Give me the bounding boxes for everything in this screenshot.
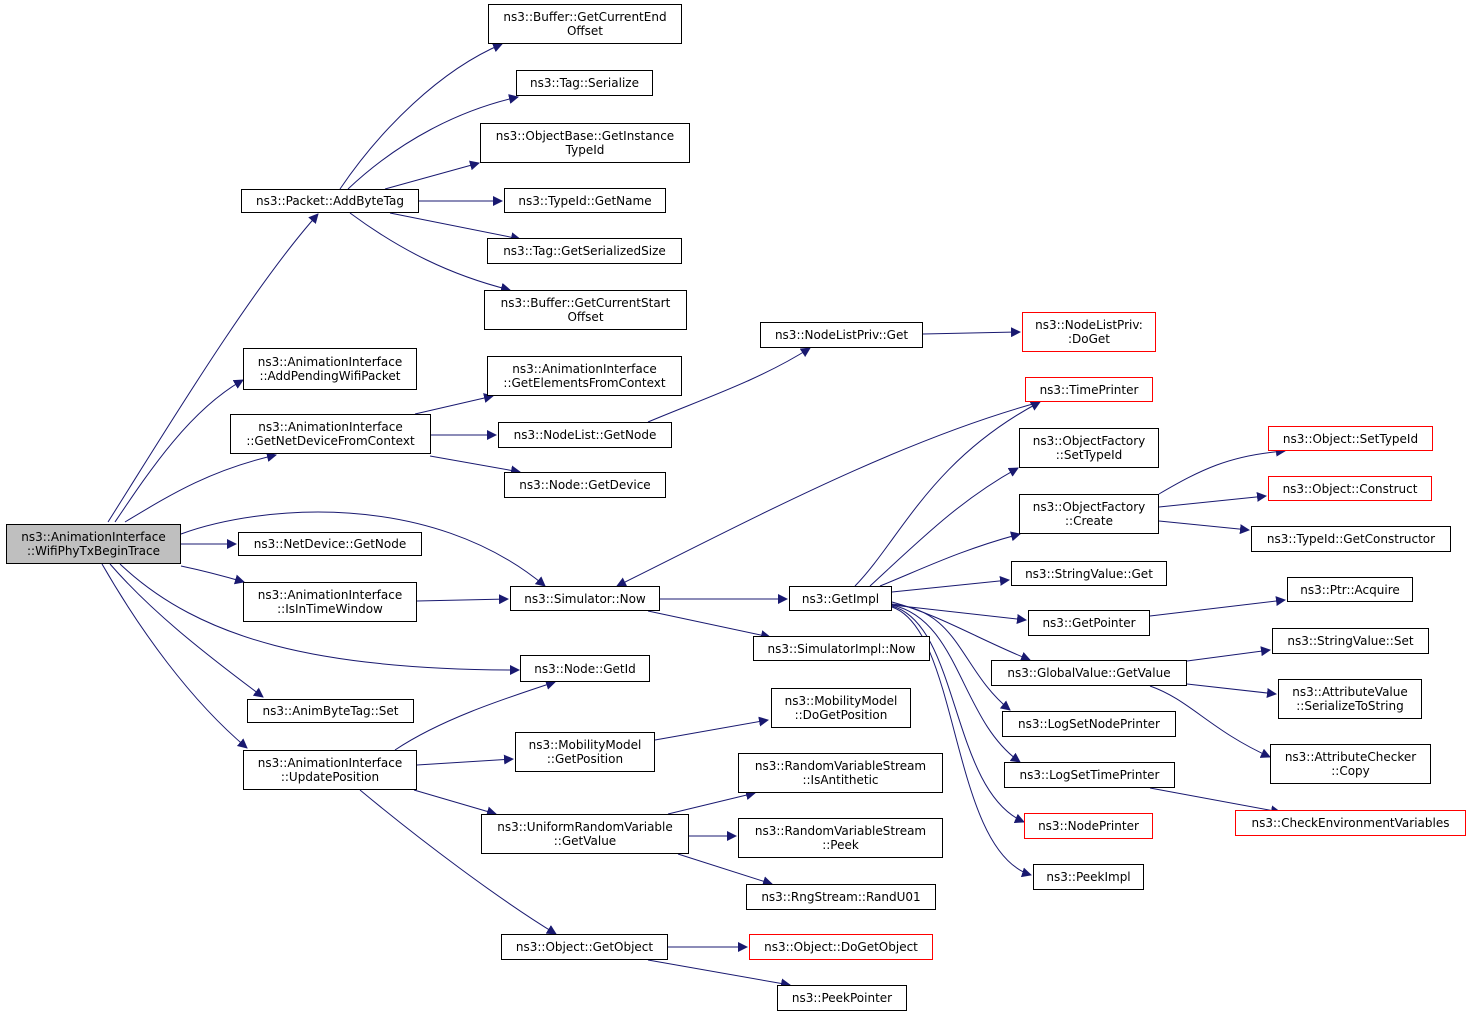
node-tag-get-serialized-size[interactable]: ns3::Tag::GetSerializedSize <box>487 238 682 264</box>
edge-get-net-device-ctx <box>124 452 277 523</box>
edge-getobj-peekptr <box>647 959 791 989</box>
node-nodelist-get-node[interactable]: ns3::NodeList::GetNode <box>498 422 672 448</box>
node-stringvalue-set[interactable]: ns3::StringValue::Set <box>1272 628 1429 654</box>
edge-is-in-time <box>180 565 245 585</box>
edge-obj-settid <box>1158 446 1286 495</box>
node-tag-serialize[interactable]: ns3::Tag::Serialize <box>516 70 653 96</box>
node-wifi-phy-tx-begin-trace: ns3::AnimationInterface ::WifiPhyTxBegin… <box>6 524 181 564</box>
edge-update-pos <box>101 563 248 749</box>
edge-time-printer-sim-now <box>616 401 1041 587</box>
edge-unif-rand <box>677 853 773 887</box>
node-is-in-time-window[interactable]: ns3::AnimationInterface ::IsInTimeWindow <box>243 582 417 622</box>
node-object-factory-create[interactable]: ns3::ObjectFactory ::Create <box>1019 494 1159 534</box>
edge-up-node-getid <box>394 680 556 751</box>
node-object-construct[interactable]: ns3::Object::Construct <box>1268 476 1432 501</box>
node-attributechecker-copy[interactable]: ns3::AttributeChecker ::Copy <box>1270 744 1431 784</box>
node-typeid-get-constructor[interactable]: ns3::TypeId::GetConstructor <box>1251 526 1451 552</box>
node-rvs-peek[interactable]: ns3::RandomVariableStream ::Peek <box>738 818 943 858</box>
edge-attrval-ser <box>1186 683 1277 698</box>
node-object-factory-set-typeid[interactable]: ns3::ObjectFactory ::SetTypeId <box>1019 428 1159 468</box>
node-nodelistpriv-get[interactable]: ns3::NodeListPriv::Get <box>760 322 923 348</box>
node-object-set-typeid[interactable]: ns3::Object::SetTypeId <box>1268 426 1433 451</box>
node-simulator-now[interactable]: ns3::Simulator::Now <box>510 586 660 611</box>
node-globalvalue-get-value[interactable]: ns3::GlobalValue::GetValue <box>991 660 1187 686</box>
edge-mob-dogetpos <box>654 716 769 741</box>
edge-node-getdevice <box>429 455 521 476</box>
node-objectbase-get-instance-typeid[interactable]: ns3::ObjectBase::GetInstance TypeId <box>480 123 690 163</box>
node-log-set-time-printer[interactable]: ns3::LogSetTimePrinter <box>1004 762 1175 788</box>
edge-strval-set <box>1186 646 1271 662</box>
edge-tag-ser <box>347 94 519 190</box>
edge-up-unif <box>413 789 497 817</box>
node-node-printer[interactable]: ns3::NodePrinter <box>1024 813 1153 839</box>
node-add-pending-wifi-packet[interactable]: ns3::AnimationInterface ::AddPendingWifi… <box>243 348 417 390</box>
node-packet-add-byte-tag[interactable]: ns3::Packet::AddByteTag <box>241 189 419 213</box>
edge-animbyte-set <box>109 563 264 698</box>
node-get-elements-from-context[interactable]: ns3::AnimationInterface ::GetElementsFro… <box>487 356 682 396</box>
node-typeid-get-name[interactable]: ns3::TypeId::GetName <box>504 188 666 213</box>
edge-is-in-time-sim-now <box>416 594 509 605</box>
node-check-environment-variables[interactable]: ns3::CheckEnvironmentVariables <box>1235 810 1466 836</box>
node-attributevalue-serialize-to-string[interactable]: ns3::AttributeValue ::SerializeToString <box>1278 679 1422 719</box>
edge-nlp-doget <box>922 327 1021 338</box>
edge-get-pointer <box>891 604 1027 624</box>
edge-objfact-create <box>879 531 1021 587</box>
node-update-position[interactable]: ns3::AnimationInterface ::UpdatePosition <box>243 750 417 790</box>
node-rngstream-randu01[interactable]: ns3::RngStream::RandU01 <box>746 884 936 910</box>
edge-add-pending <box>114 379 244 523</box>
edge-attrchk-copy <box>1149 685 1271 758</box>
edge-up-mob-getpos <box>416 754 514 766</box>
edge-ptr-acquire <box>1149 596 1286 617</box>
edge-peek-impl <box>891 606 1032 878</box>
edge-check-env <box>1149 787 1281 816</box>
node-stringvalue-get[interactable]: ns3::StringValue::Get <box>1011 561 1167 586</box>
node-get-impl[interactable]: ns3::GetImpl <box>789 586 892 611</box>
node-simulator-impl-now[interactable]: ns3::SimulatorImpl::Now <box>753 636 930 661</box>
node-peek-pointer[interactable]: ns3::PeekPointer <box>777 985 907 1011</box>
node-object-get-object[interactable]: ns3::Object::GetObject <box>501 934 668 960</box>
edge-time-printer <box>854 401 1041 587</box>
node-ptr-acquire[interactable]: ns3::Ptr::Acquire <box>1287 577 1413 602</box>
node-get-net-device-from-context[interactable]: ns3::AnimationInterface ::GetNetDeviceFr… <box>230 414 431 454</box>
edge-root-node-getid <box>119 563 520 675</box>
edge-unif-anti <box>667 790 756 815</box>
node-mobility-model-get-position[interactable]: ns3::MobilityModel ::GetPosition <box>515 732 655 772</box>
node-log-set-node-printer[interactable]: ns3::LogSetNodePrinter <box>1002 711 1176 737</box>
edge-tag-size <box>389 212 521 243</box>
node-buffer-get-current-start-offset[interactable]: ns3::Buffer::GetCurrentStart Offset <box>484 290 687 330</box>
node-time-printer[interactable]: ns3::TimePrinter <box>1025 377 1153 402</box>
node-rvs-is-antithetic[interactable]: ns3::RandomVariableStream ::IsAntithetic <box>738 753 943 793</box>
node-net-device-get-node[interactable]: ns3::NetDevice::GetNode <box>238 532 422 556</box>
edge-sim-simimpl-now <box>647 610 771 641</box>
edge-strval-get <box>891 575 1010 593</box>
node-mobility-model-do-get-position[interactable]: ns3::MobilityModel ::DoGetPosition <box>771 688 911 728</box>
edge-obj-construct <box>1158 491 1267 508</box>
node-uniform-random-variable-get-value[interactable]: ns3::UniformRandomVariable ::GetValue <box>481 814 689 854</box>
node-anim-byte-tag-set[interactable]: ns3::AnimByteTag::Set <box>247 699 414 723</box>
edge-buf-start <box>349 212 511 293</box>
edge-typeid-getctor <box>1158 520 1250 535</box>
node-node-get-device[interactable]: ns3::Node::GetDevice <box>504 472 666 498</box>
edge-nlp-get <box>647 347 811 423</box>
edge-buf-end <box>339 42 503 190</box>
edge-log-set-time <box>891 604 1021 763</box>
edge-up-getobject <box>359 789 557 935</box>
node-object-do-get-object[interactable]: ns3::Object::DoGetObject <box>749 934 933 960</box>
edge-node-printer <box>891 605 1025 823</box>
node-node-get-id[interactable]: ns3::Node::GetId <box>520 655 650 682</box>
edge-root-sim-now <box>180 511 546 587</box>
node-get-pointer[interactable]: ns3::GetPointer <box>1028 610 1150 636</box>
edge-log-set-node <box>891 603 1011 711</box>
edge-add-byte-tag <box>107 213 319 523</box>
node-peek-impl[interactable]: ns3::PeekImpl <box>1033 864 1144 890</box>
edge-get-elems <box>414 393 494 415</box>
node-buffer-get-current-end-offset[interactable]: ns3::Buffer::GetCurrentEnd Offset <box>488 4 682 44</box>
edge-objfact-settid <box>869 467 1019 587</box>
node-nodelistpriv-doget[interactable]: ns3::NodeListPriv: :DoGet <box>1022 312 1156 352</box>
edge-objbase-tid <box>384 160 480 190</box>
